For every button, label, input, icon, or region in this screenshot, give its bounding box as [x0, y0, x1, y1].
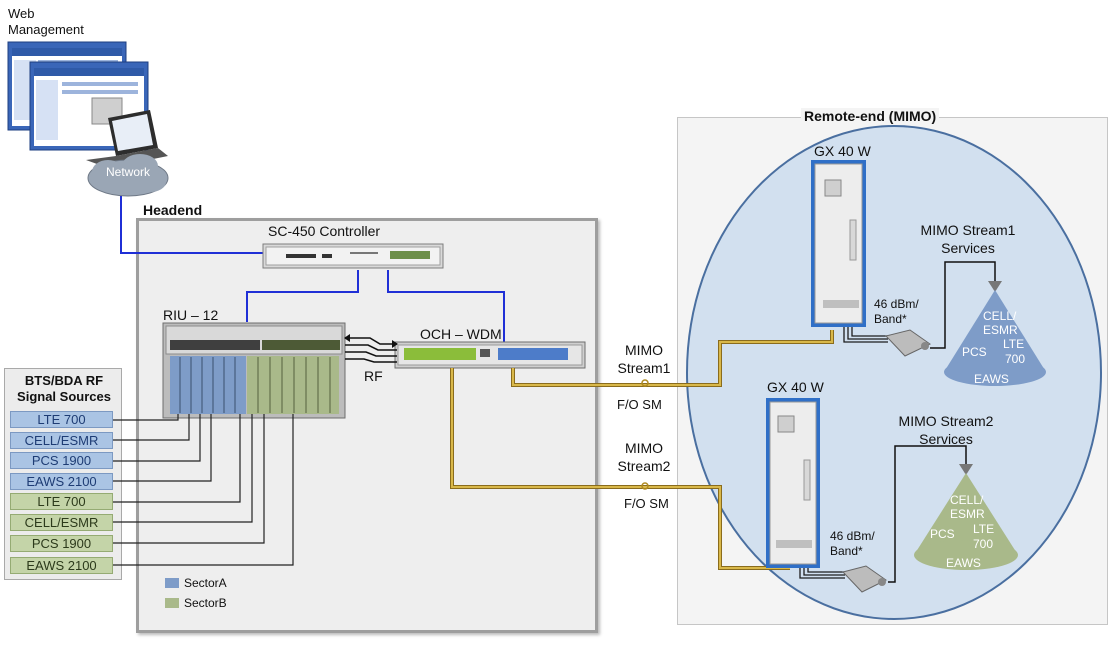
services1-cone-700: 700: [1005, 352, 1026, 366]
services2-cone-lte: LTE: [973, 522, 995, 536]
source-cell-esmr-a: CELL/ESMR: [10, 432, 113, 449]
sc450-controller-device: [262, 243, 444, 269]
source-cell-esmr-b: CELL/ESMR: [10, 514, 113, 531]
stream1-label-1: MIMO: [624, 342, 664, 358]
remote-end-title: Remote-end (MIMO): [801, 108, 940, 124]
ethernet-lines: [120, 196, 505, 342]
web-management-screens-icon: [7, 41, 149, 151]
services1-cone-eaws: EAWS: [974, 372, 1009, 386]
och-wdm-device: [394, 341, 586, 369]
och-wdm-label: OCH – WDM: [420, 326, 502, 342]
services2-title-2: Services: [919, 431, 973, 447]
stream2-label-1: MIMO: [624, 440, 664, 456]
rf-label: RF: [364, 368, 383, 384]
source-pcs1900-b: PCS 1900: [10, 535, 113, 552]
services1-cone-cell: CELL/: [983, 309, 1017, 323]
legend-sectorB-label: SectorB: [184, 596, 227, 610]
unit2-power-1: 46 dBm/: [830, 529, 875, 543]
services2-cone: [914, 473, 1018, 570]
unit1-power-2: Band*: [874, 312, 907, 326]
services1-cone-pcs: PCS: [962, 345, 987, 359]
controller-label: SC-450 Controller: [268, 223, 381, 239]
source-lte700-a: LTE 700: [10, 411, 113, 428]
riu-label: RIU – 12: [163, 307, 219, 323]
headend-title: Headend: [143, 202, 203, 218]
services1-title-1: MIMO Stream1: [920, 222, 1016, 238]
source-eaws2100-b: EAWS 2100: [10, 557, 113, 574]
legend-sectorA-label: SectorA: [184, 576, 227, 590]
services2-cone-eaws: EAWS: [946, 556, 981, 570]
riu12-device: [162, 322, 346, 419]
services1-cone-lte: LTE: [1003, 337, 1025, 351]
stream1-label-2: Stream1: [617, 360, 671, 376]
unit2-power-2: Band*: [830, 544, 863, 558]
sources-title-1: BTS/BDA RF: [24, 373, 104, 388]
services2-cone-pcs: PCS: [930, 527, 955, 541]
rf-cables: [345, 337, 397, 363]
network-cloud-icon: [87, 154, 169, 197]
sources-title-2: Signal Sources: [17, 389, 111, 404]
source-lte700-b: LTE 700: [10, 493, 113, 510]
source-cables: [113, 414, 294, 566]
services1-title-2: Services: [941, 240, 995, 256]
antenna-cables: [799, 327, 888, 579]
unit1-name: GX 40 W: [814, 143, 871, 159]
web-management-label-1: Web: [8, 6, 35, 21]
source-eaws2100-a: EAWS 2100: [10, 473, 113, 490]
stream1-fiber-label: F/O SM: [617, 397, 662, 412]
legend-sectorA-swatch: [165, 578, 179, 588]
network-label: Network: [106, 165, 151, 179]
web-management-label-2: Management: [8, 22, 84, 37]
stream2-label-2: Stream2: [617, 458, 671, 474]
services2-cone-700: 700: [973, 537, 994, 551]
headend-panel: [136, 218, 598, 633]
services1-cone: [944, 290, 1046, 386]
unit1-power-1: 46 dBm/: [874, 297, 919, 311]
gx40w-unit2-device: [766, 398, 820, 568]
services2-title-1: MIMO Stream2: [898, 413, 994, 429]
unit2-name: GX 40 W: [767, 379, 824, 395]
services2-cone-cell: CELL/: [950, 493, 984, 507]
stream2-fiber-label: F/O SM: [624, 496, 669, 511]
service-leaders: [888, 261, 996, 583]
fiber-links: [450, 330, 834, 570]
antenna-unit1-icon: [885, 329, 931, 357]
gx40w-unit1-device: [811, 160, 866, 327]
antenna-unit2-icon: [842, 565, 887, 593]
services1-cone-esmr: ESMR: [983, 323, 1018, 337]
source-pcs1900-a: PCS 1900: [10, 452, 113, 469]
services2-cone-esmr: ESMR: [950, 507, 985, 521]
legend-sectorB-swatch: [165, 598, 179, 608]
